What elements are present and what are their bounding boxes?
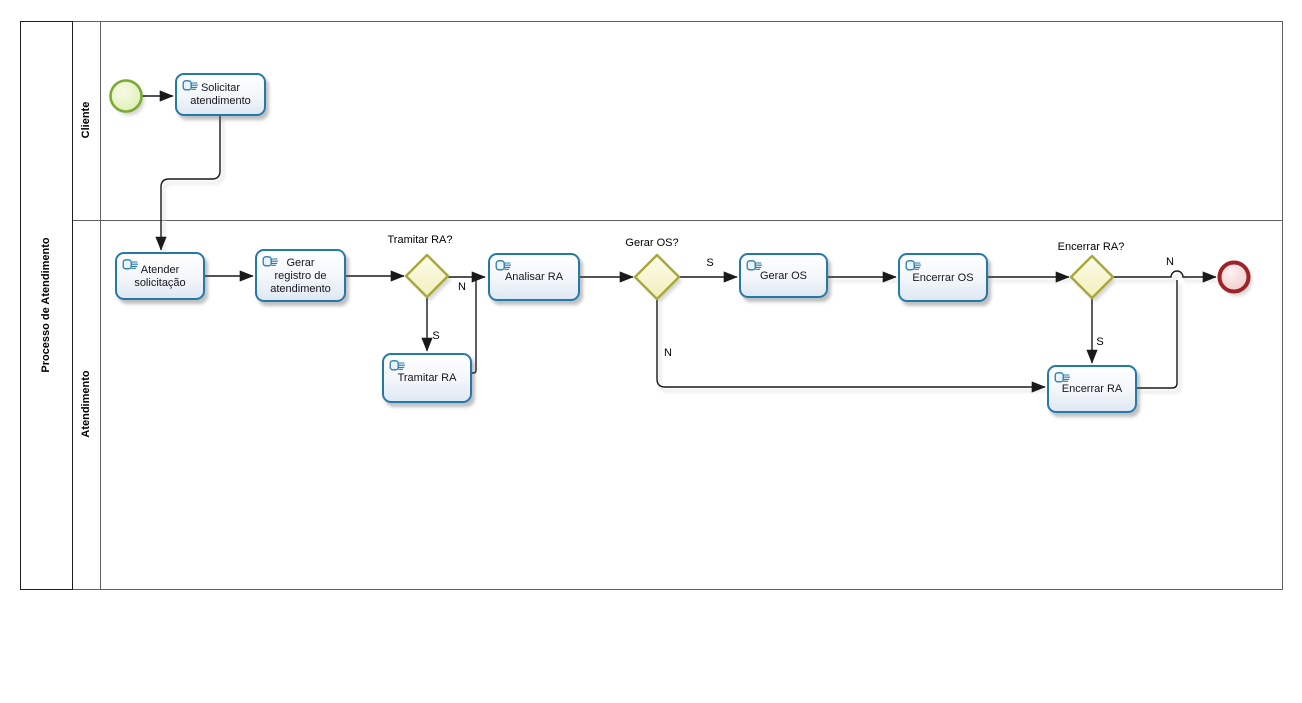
task-atender-solicitacao[interactable]: Atender solicitação [115,252,205,300]
task-analisar-ra[interactable]: Analisar RA [488,253,580,301]
task-label: Atender solicitação [134,263,186,289]
edge-label-tramitar-no: N [458,281,466,293]
task-label: Encerrar RA [1061,383,1123,395]
lane-label-cliente[interactable]: Cliente [80,101,92,139]
task-tramitar-ra[interactable]: Tramitar RA [382,353,472,403]
edge-label-gerar-os-yes: S [706,257,714,269]
gateway-label-gerar-os: Gerar OS? [625,237,679,249]
manual-task-icon [262,256,278,267]
flow-solicitar-to-atender[interactable] [155,116,221,251]
manual-task-icon [1054,372,1070,383]
gateway-encerrar-ra[interactable] [1069,254,1115,300]
flow-gw-gerar-os-no[interactable] [656,299,1046,393]
gateway-gerar-os[interactable] [633,253,681,301]
pool-label[interactable]: Processo de Atendimento [40,237,52,373]
connector-shadows [163,120,1219,393]
gateway-label-tramitar-ra: Tramitar RA? [387,234,453,246]
edge-label-tramitar-yes: S [432,330,440,342]
task-gerar-registro-de-atendimento[interactable]: Gerar registro de atendimento [255,249,346,302]
manual-task-icon [182,80,198,91]
pool-lane-grid [20,21,1283,590]
manual-task-icon [389,360,405,371]
task-label: Analisar RA [504,271,564,283]
task-gerar-os[interactable]: Gerar OS [739,253,828,298]
task-label: Gerar OS [759,269,808,282]
manual-task-icon [495,260,511,271]
pool-label-column-border [20,21,73,590]
task-encerrar-ra[interactable]: Encerrar RA [1047,365,1137,413]
flow-encerrar-ra-to-end[interactable] [1137,280,1178,389]
gateway-tramitar-ra[interactable] [404,253,450,299]
manual-task-icon [122,259,138,270]
end-event[interactable] [1217,260,1251,294]
manual-task-icon [746,260,762,271]
manual-task-icon [905,260,921,271]
task-solicitar-atendimento[interactable]: Solicitar atendimento [175,73,266,116]
edge-label-encerrar-no: N [1166,256,1174,268]
task-label: Solicitar atendimento [190,82,251,107]
task-label: Gerar registro de atendimento [270,256,331,295]
flow-tramitar-ra-return[interactable] [472,277,477,374]
lane-label-atendimento[interactable]: Atendimento [80,370,92,438]
flow-gw-encerrar-no-to-end[interactable] [1113,270,1217,283]
edge-label-encerrar-yes: S [1096,336,1104,348]
gateway-label-encerrar-ra: Encerrar RA? [1057,241,1125,253]
task-label: Tramitar RA [397,372,457,384]
start-event[interactable] [109,79,143,113]
task-encerrar-os[interactable]: Encerrar OS [898,253,988,302]
task-label: Encerrar OS [912,271,974,284]
edge-label-gerar-os-no: N [664,347,672,359]
